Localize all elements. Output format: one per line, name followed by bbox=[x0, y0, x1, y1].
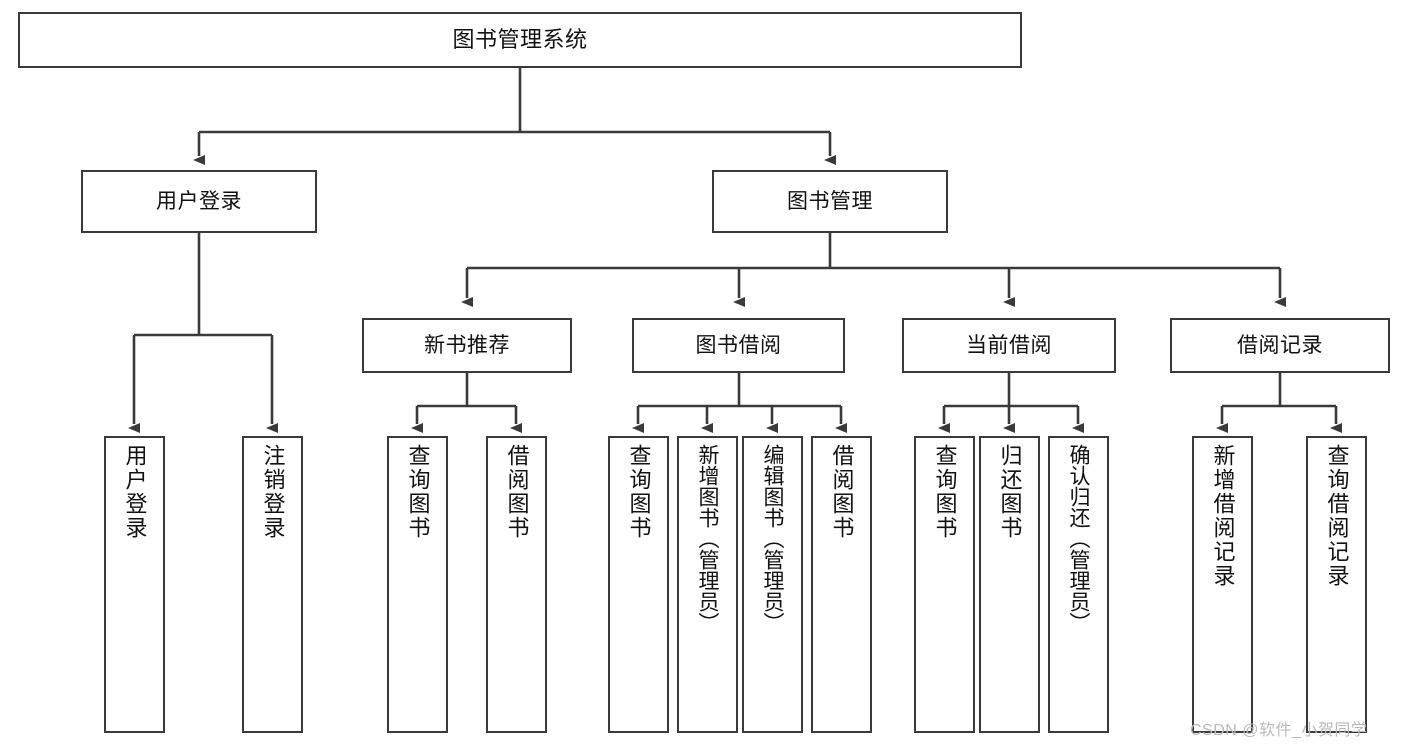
node-current-borrow[interactable]: 当前借阅 bbox=[902, 318, 1116, 373]
leaf-borrow-borrow-book-label: 借阅图书 bbox=[829, 444, 855, 540]
leaf-new-book-query-book-label: 查询图书 bbox=[405, 444, 431, 540]
node-user-login-label: 用户登录 bbox=[156, 189, 242, 213]
leaf-borrow-edit-book-admin[interactable]: 编辑图书（管理员） bbox=[742, 436, 803, 733]
leaf-user-login-login[interactable]: 用户登录 bbox=[104, 436, 165, 733]
node-borrow-record-label: 借阅记录 bbox=[1237, 333, 1323, 357]
leaf-new-book-query-book[interactable]: 查询图书 bbox=[387, 436, 448, 733]
node-book-borrow-label: 图书借阅 bbox=[695, 333, 782, 357]
leaf-new-book-borrow-book-label: 借阅图书 bbox=[504, 444, 530, 540]
leaf-borrow-query-book[interactable]: 查询图书 bbox=[608, 436, 669, 733]
leaf-user-login-login-label: 用户登录 bbox=[122, 444, 148, 540]
leaf-current-return-book-label: 归还图书 bbox=[997, 444, 1023, 540]
leaf-user-login-logout-label: 注销登录 bbox=[260, 444, 286, 540]
leaf-borrow-add-book-admin-label: 新增图书（管理员） bbox=[696, 444, 719, 633]
leaf-record-query-record-label: 查询借阅记录 bbox=[1324, 444, 1350, 588]
node-root-label: 图书管理系统 bbox=[452, 26, 588, 52]
node-current-borrow-label: 当前借阅 bbox=[966, 333, 1052, 357]
leaf-current-return-book[interactable]: 归还图书 bbox=[979, 436, 1040, 733]
leaf-record-query-record[interactable]: 查询借阅记录 bbox=[1306, 436, 1367, 733]
node-root-book-management-system[interactable]: 图书管理系统 bbox=[18, 12, 1022, 68]
leaf-user-login-logout[interactable]: 注销登录 bbox=[242, 436, 303, 733]
node-user-login[interactable]: 用户登录 bbox=[81, 170, 317, 233]
leaf-new-book-borrow-book[interactable]: 借阅图书 bbox=[486, 436, 547, 733]
node-book-management[interactable]: 图书管理 bbox=[712, 170, 948, 233]
leaf-borrow-borrow-book[interactable]: 借阅图书 bbox=[811, 436, 872, 733]
leaf-record-add-record[interactable]: 新增借阅记录 bbox=[1192, 436, 1253, 733]
leaf-borrow-add-book-admin[interactable]: 新增图书（管理员） bbox=[677, 436, 738, 733]
leaf-current-query-book-label: 查询图书 bbox=[932, 444, 958, 540]
leaf-current-confirm-return-admin[interactable]: 确认归还（管理员） bbox=[1048, 436, 1109, 733]
node-borrow-record[interactable]: 借阅记录 bbox=[1170, 318, 1390, 373]
leaf-borrow-edit-book-admin-label: 编辑图书（管理员） bbox=[761, 444, 784, 633]
leaf-borrow-query-book-label: 查询图书 bbox=[626, 444, 652, 540]
node-new-book-recommend[interactable]: 新书推荐 bbox=[362, 318, 572, 373]
node-new-book-recommend-label: 新书推荐 bbox=[424, 333, 510, 357]
leaf-current-confirm-return-admin-label: 确认归还（管理员） bbox=[1067, 444, 1090, 633]
leaf-current-query-book[interactable]: 查询图书 bbox=[914, 436, 975, 733]
leaf-record-add-record-label: 新增借阅记录 bbox=[1210, 444, 1236, 588]
node-book-management-label: 图书管理 bbox=[787, 189, 873, 213]
node-book-borrow[interactable]: 图书借阅 bbox=[632, 318, 845, 373]
